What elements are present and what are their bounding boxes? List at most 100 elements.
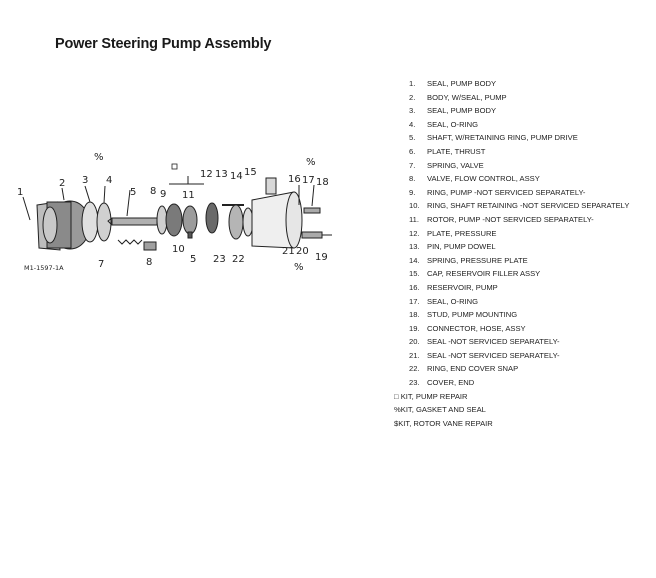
- repair-kit-square-icon: [171, 163, 178, 170]
- part-number: 11.: [409, 214, 419, 224]
- part-number: 10.: [409, 201, 420, 211]
- parts-list-item: 12. PLATE, PRESSURE: [390, 227, 656, 241]
- part-number: 19.: [409, 323, 420, 333]
- part-description: SPRING, PRESSURE PLATE: [427, 255, 528, 265]
- percent-symbol-bottom: %: [294, 262, 304, 273]
- callout-5: 5: [130, 187, 136, 198]
- callout-4: 4: [106, 175, 112, 186]
- parts-list-item: 10.RING, SHAFT RETAINING -NOT SERVICED S…: [390, 199, 656, 213]
- callout-18: 18: [316, 177, 329, 188]
- parts-list-item: 8.VALVE, FLOW CONTROL, ASSY: [390, 172, 656, 186]
- part-number: 20.: [409, 337, 420, 347]
- parts-list-item: 4. SEAL, O-RING: [390, 118, 656, 132]
- part-description: SEAL -NOT SERVICED SEPARATELY-: [427, 350, 560, 360]
- page-title: Power Steering Pump Assembly: [55, 36, 272, 52]
- part-description: SHAFT, W/RETAINING RING, PUMP DRIVE: [427, 133, 578, 143]
- callout-12: 12: [200, 169, 213, 180]
- callout-7: 7: [98, 259, 104, 270]
- callout-8b: 8: [150, 186, 156, 197]
- parts-list-item: 17.SEAL, O-RING: [390, 295, 656, 309]
- kit-legend-item: $KIT, ROTOR VANE REPAIR: [394, 418, 493, 428]
- part-description: SEAL, O-RING: [427, 119, 479, 129]
- mounting-stud-part: [303, 207, 321, 214]
- callout-20: 20: [296, 246, 309, 257]
- part-description: COVER, END: [427, 378, 475, 388]
- part-description: PIN, PUMP DOWEL: [427, 242, 496, 252]
- parts-list-item: 2. BODY, W/SEAL, PUMP: [390, 91, 656, 105]
- filler-cap-part: [265, 177, 277, 195]
- callout-8: 8: [146, 257, 152, 268]
- part-description: RING, END COVER SNAP: [427, 364, 519, 374]
- part-description: PLATE, PRESSURE: [427, 228, 497, 238]
- callout-13: 13: [215, 169, 228, 180]
- part-number: 16.: [409, 282, 420, 292]
- callout-14: 14: [230, 171, 243, 182]
- part-description: SEAL, PUMP BODY: [427, 79, 497, 88]
- callout-16: 16: [288, 174, 301, 185]
- part-description: CONNECTOR, HOSE, ASSY: [427, 323, 526, 333]
- flow-control-valve-part: [143, 241, 157, 251]
- parts-list-item: 15. CAP, RESERVOIR FILLER ASSY: [390, 267, 656, 281]
- part-number: 18.: [409, 310, 420, 320]
- parts-list-item: 19. CONNECTOR, HOSE, ASSY: [390, 322, 656, 336]
- parts-list-item: 14.SPRING, PRESSURE PLATE: [390, 254, 656, 268]
- part-description: SEAL -NOT SERVICED SEPARATELY-: [427, 337, 560, 347]
- part-description: PLATE, THRUST: [427, 146, 486, 156]
- part-description: VALVE, FLOW CONTROL, ASSY: [427, 174, 540, 184]
- callout-1: 1: [17, 187, 23, 198]
- part-description: RESERVOIR, PUMP: [427, 282, 498, 292]
- parts-list-item: 18. STUD, PUMP MOUNTING: [390, 308, 656, 322]
- hose-connector-part: [301, 231, 323, 239]
- kit-legend-item: %KIT, GASKET AND SEAL: [394, 405, 486, 415]
- part-description: STUD, PUMP MOUNTING: [427, 310, 518, 320]
- part-description: SPRING, VALVE: [427, 160, 484, 170]
- callout-3: 3: [82, 175, 88, 186]
- part-number: 12.: [409, 228, 420, 238]
- diagram-caption: M1-1597-1A: [24, 264, 64, 272]
- parts-list-item: 22.RING, END COVER SNAP: [390, 362, 656, 376]
- part-number: 5.: [409, 133, 416, 143]
- part-description: ROTOR, PUMP -NOT SERVICED SEPARATELY-: [427, 214, 594, 224]
- percent-symbol-top: %: [94, 152, 104, 163]
- callout-11: 11: [182, 190, 195, 201]
- parts-list-item: 9. RING, PUMP -NOT SERVICED SEPARATELY-: [390, 186, 656, 200]
- callout-5-kit: 5: [190, 254, 196, 265]
- callout-17: 17: [302, 175, 315, 186]
- parts-list-item: 21.SEAL -NOT SERVICED SEPARATELY-: [390, 349, 656, 363]
- part-number: 7.: [409, 160, 416, 170]
- seal-ring-part: [81, 201, 99, 243]
- parts-list-item: 6. PLATE, THRUST: [390, 145, 656, 159]
- part-number: 4.: [409, 119, 416, 129]
- part-number: 6.: [409, 146, 416, 156]
- end-cover-part: [228, 204, 244, 240]
- callout-10: 10: [172, 244, 185, 255]
- exploded-view-diagram: 1 2 3 4 5 7 8 8 9 10 11 12 13 14 15 16 1…: [17, 152, 332, 273]
- callout-15: 15: [244, 167, 257, 178]
- callout-21: 21: [282, 246, 295, 257]
- callout-23: 23: [213, 254, 226, 265]
- callout-9: 9: [160, 189, 166, 200]
- part-number: 2.: [409, 92, 416, 102]
- part-description: BODY, W/SEAL, PUMP: [427, 92, 507, 102]
- callout-2: 2: [59, 178, 65, 189]
- parts-list-item: 13.PIN, PUMP DOWEL: [390, 240, 656, 254]
- part-description: RING, PUMP -NOT SERVICED SEPARATELY-: [427, 187, 586, 197]
- part-number: 23.: [409, 378, 420, 388]
- part-description: SEAL, PUMP BODY: [427, 106, 497, 116]
- pump-ring-part: [165, 203, 183, 237]
- pressure-plate-part: [205, 202, 219, 234]
- part-number: 17.: [409, 296, 420, 306]
- parts-list-item: 5. SHAFT, W/RETAINING RING, PUMP DRIVE: [390, 131, 656, 145]
- part-number: 15.: [409, 269, 420, 279]
- parts-list-item: 20. SEAL -NOT SERVICED SEPARATELY-: [390, 335, 656, 349]
- part-number: 1.: [409, 79, 416, 88]
- parts-list-item: 11. ROTOR, PUMP -NOT SERVICED SEPARATELY-: [390, 213, 656, 227]
- valve-spring-part: [117, 239, 143, 245]
- parts-list-item: 23. COVER, END: [390, 376, 656, 390]
- part-number: 9.: [409, 187, 416, 197]
- drive-shaft-part: [111, 217, 158, 226]
- callout-22: 22: [232, 254, 245, 265]
- parts-list-item: 16. RESERVOIR, PUMP: [390, 281, 656, 295]
- part-description: CAP, RESERVOIR FILLER ASSY: [427, 269, 541, 279]
